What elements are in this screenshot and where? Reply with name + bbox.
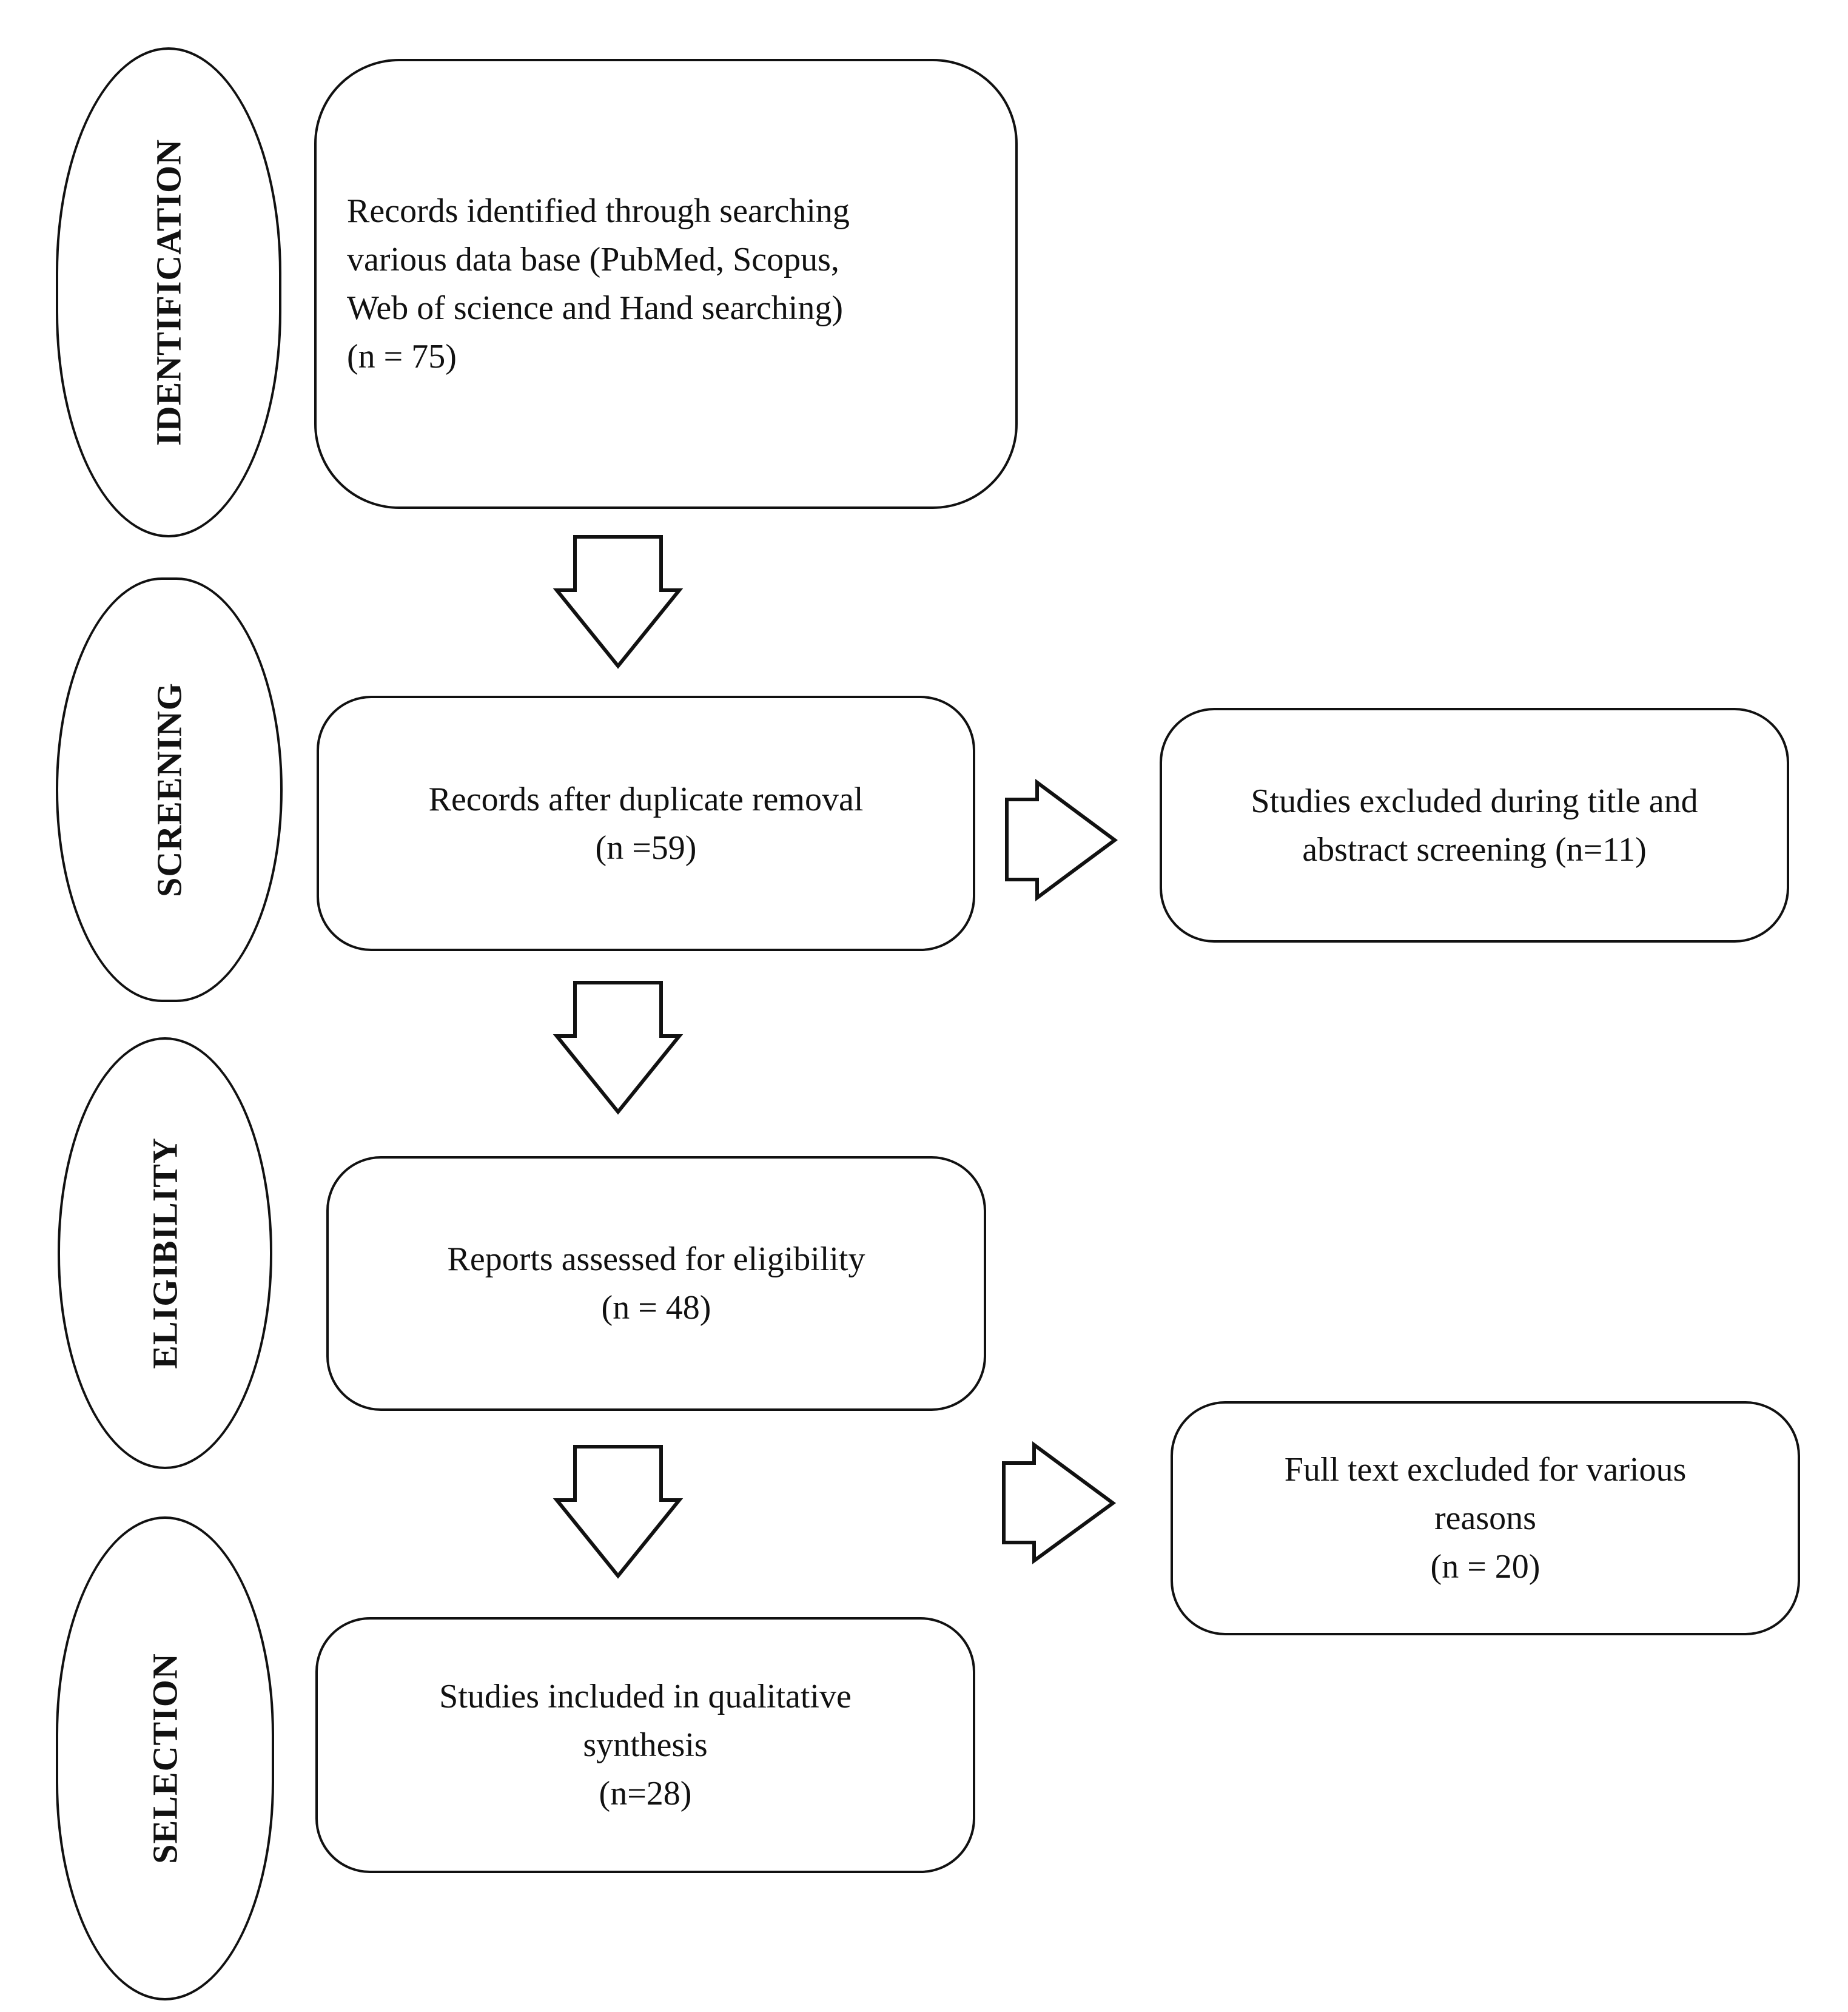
- box-records-identified-line-2: various data base (PubMed, Scopus,: [347, 241, 839, 278]
- arrow-down-screening-to-eligibility: [553, 981, 684, 1115]
- stage-identification: IDENTIFICATION: [56, 47, 281, 537]
- stage-eligibility: ELIGIBILITY: [58, 1037, 272, 1469]
- box-included-synthesis-line-1: Studies included in qualitative: [439, 1678, 852, 1715]
- box-assessed-eligibility-line-1: Reports assessed for eligibility: [447, 1240, 865, 1278]
- box-records-identified-line-1: Records identified through searching: [347, 192, 850, 230]
- box-excluded-fulltext: Full text excluded for various reasons (…: [1171, 1401, 1800, 1635]
- box-records-identified-line-3: Web of science and Hand searching): [347, 289, 844, 327]
- arrow-down-identification-to-screening: [553, 535, 684, 669]
- box-assessed-eligibility-line-2: (n = 48): [601, 1289, 711, 1327]
- box-included-synthesis-line-3: (n=28): [599, 1775, 692, 1812]
- box-excluded-screening-line-2: abstract screening (n=11): [1302, 830, 1647, 869]
- box-after-duplicate-removal-line-2: (n =59): [595, 829, 697, 867]
- box-assessed-eligibility: Reports assessed for eligibility (n = 48…: [326, 1156, 986, 1411]
- arrow-down-eligibility-to-selection: [553, 1445, 684, 1579]
- arrow-right-to-excluded-fulltext: [1002, 1441, 1117, 1564]
- box-after-duplicate-removal: Records after duplicate removal (n =59): [317, 696, 975, 951]
- stage-screening: SCREENING: [56, 577, 283, 1002]
- box-records-identified-line-4: (n = 75): [347, 338, 457, 375]
- stage-selection: SELECTION: [56, 1516, 274, 2000]
- box-excluded-fulltext-line-1: Full text excluded for various: [1284, 1451, 1687, 1489]
- box-excluded-screening: Studies excluded during title and abstra…: [1160, 708, 1789, 943]
- box-excluded-fulltext-line-3: (n = 20): [1430, 1548, 1541, 1586]
- box-excluded-fulltext-line-2: reasons: [1434, 1499, 1536, 1537]
- arrow-right-to-excluded-screening: [1005, 779, 1118, 901]
- box-after-duplicate-removal-line-1: Records after duplicate removal: [428, 780, 864, 818]
- box-included-synthesis-line-2: synthesis: [583, 1726, 708, 1764]
- box-records-identified: Records identified through searching var…: [314, 59, 1018, 509]
- box-included-synthesis: Studies included in qualitative synthesi…: [315, 1617, 975, 1873]
- box-excluded-screening-line-1: Studies excluded during title and: [1251, 782, 1698, 820]
